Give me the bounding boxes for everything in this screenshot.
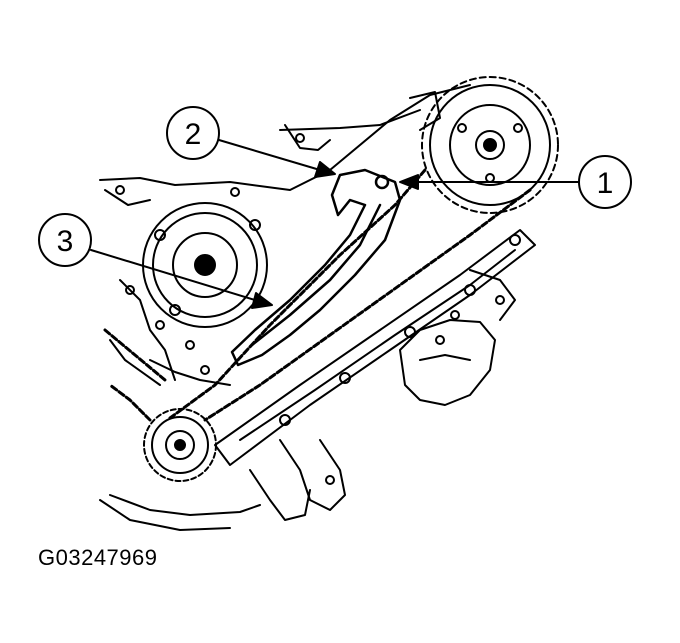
pump-pulley	[142, 202, 268, 328]
engine-cover	[99, 84, 516, 531]
callout-2-number: 2	[185, 118, 202, 151]
figure-id: G03247969	[38, 545, 158, 570]
callout-3: 3	[38, 213, 273, 309]
timing-chain	[103, 168, 532, 422]
callout-1: 1	[399, 155, 632, 209]
tensioner-arm	[230, 168, 402, 367]
camshaft-sprocket	[421, 76, 559, 214]
callout-1-number: 1	[597, 167, 614, 200]
callout-2: 2	[166, 106, 336, 178]
chain-guide-rail	[214, 229, 536, 521]
callout-3-number: 3	[57, 225, 74, 258]
